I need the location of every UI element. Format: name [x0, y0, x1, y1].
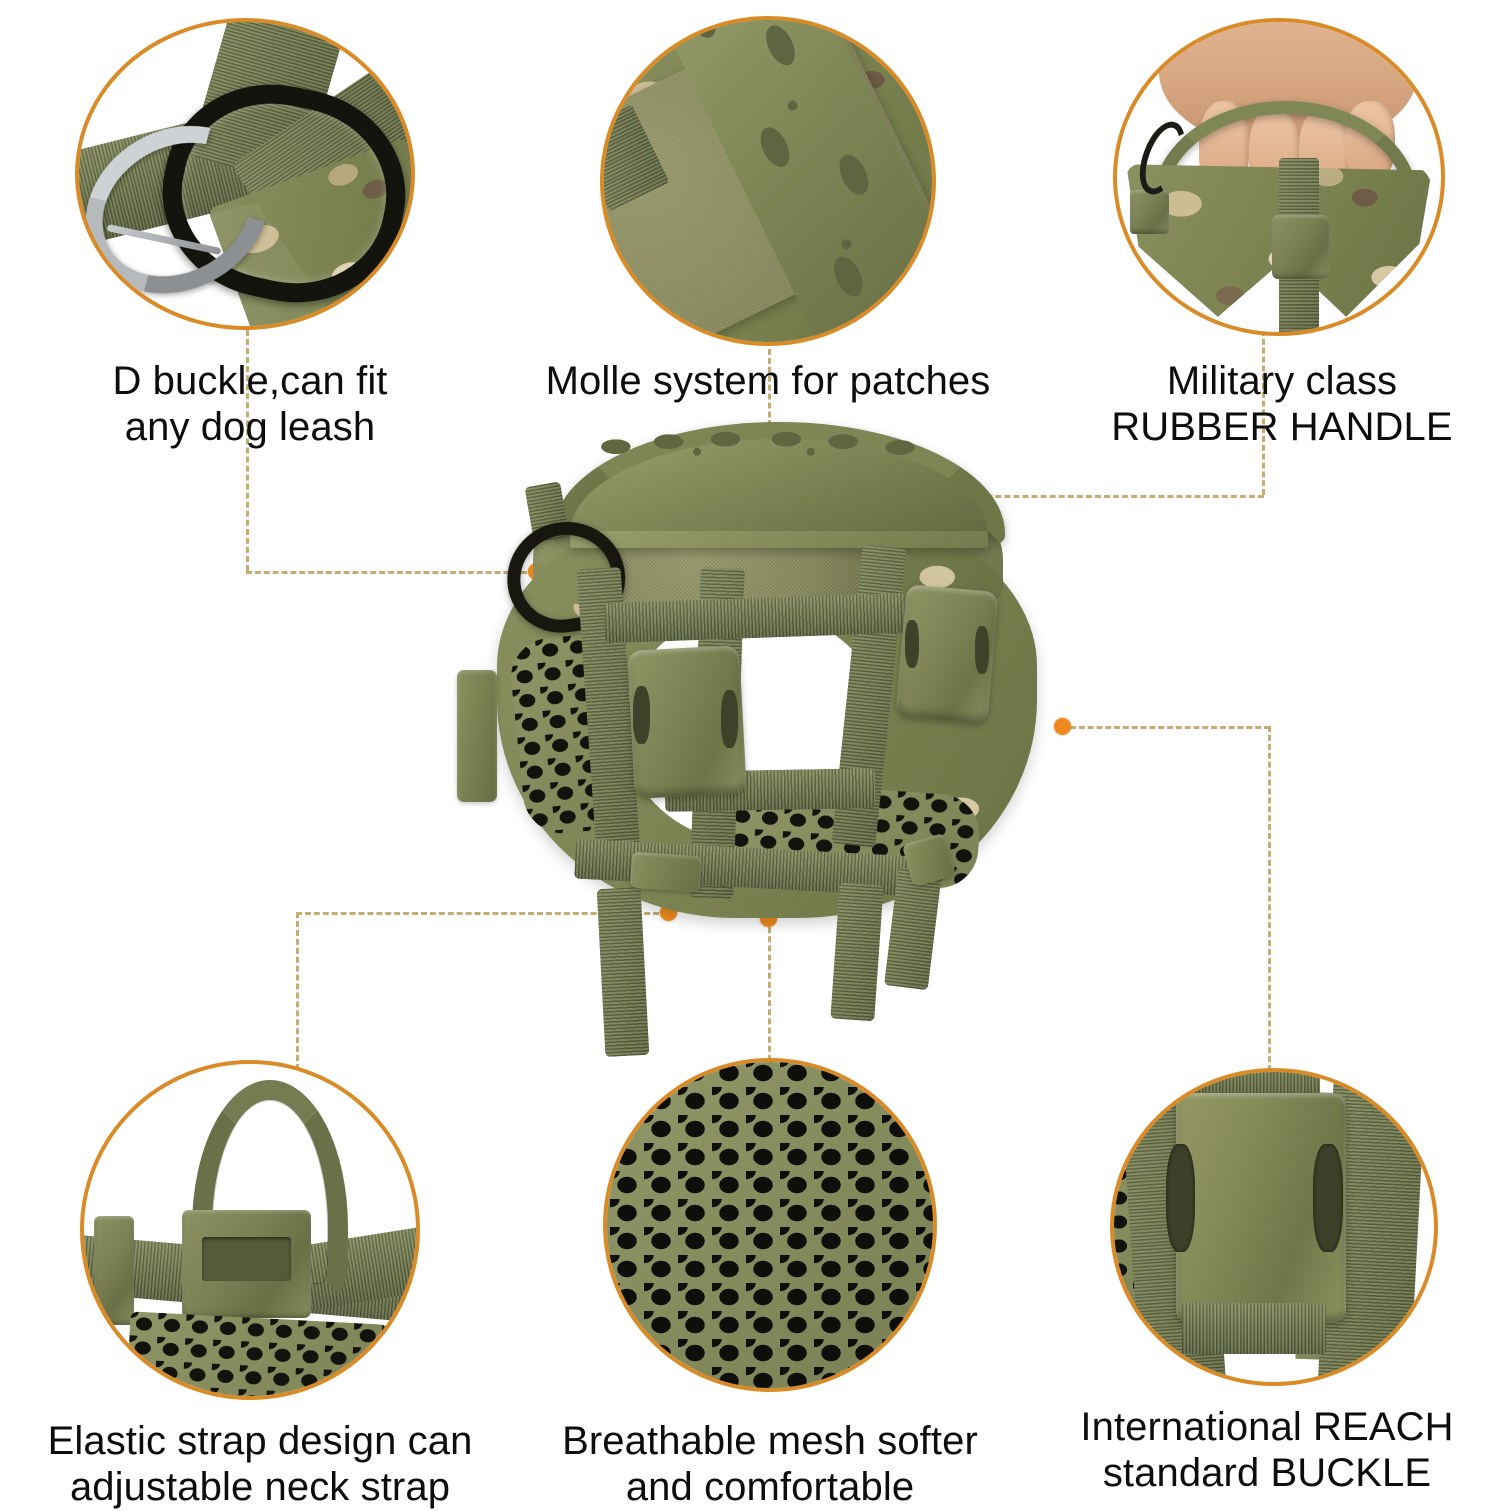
connector-d-buckle-vertical	[246, 330, 249, 571]
inset-photo-d-buckle	[75, 18, 415, 330]
harness-left-clip	[457, 670, 497, 802]
caption-d-buckle: D buckle,can fit any dog leash	[112, 359, 388, 450]
inset-photo-rubber-handle	[1113, 18, 1445, 336]
photo-reach-buckle	[1114, 1072, 1434, 1382]
photo-molle-system	[604, 20, 932, 342]
connector-d-buckle-horizontal	[246, 571, 536, 574]
photo-d-buckle	[79, 22, 411, 326]
harness-side-buckle-notch-left	[905, 620, 919, 668]
product-image-tactical-dog-harness	[455, 418, 1080, 1058]
caption-molle-system: Molle system for patches	[545, 359, 991, 403]
harness-side-buckle-notch-right	[975, 626, 989, 674]
inset-photo-molle-system	[600, 16, 936, 346]
photo-breathable-mesh	[607, 1062, 933, 1388]
harness-leg-strap-right	[830, 882, 884, 1022]
photo-rubber-handle	[1117, 22, 1441, 332]
connector-mesh-vertical	[768, 918, 771, 1070]
inset-photo-breathable-mesh	[603, 1058, 937, 1392]
connector-elastic-vertical	[296, 912, 299, 1070]
harness-handle-grip-holes	[559, 424, 965, 466]
connector-reach-vertical	[1268, 726, 1271, 1071]
harness-slider-bottom	[629, 851, 703, 893]
connector-handle-horizontal	[950, 495, 1264, 498]
mesh-texture	[607, 1062, 933, 1388]
inset-photo-reach-buckle	[1110, 1068, 1438, 1386]
buckle-notch-right	[1313, 1144, 1343, 1253]
caption-rubber-handle: Military class RUBBER HANDLE	[1111, 359, 1453, 450]
connector-reach-horizontal	[1070, 726, 1270, 729]
caption-reach-buckle: International REACH standard BUCKLE	[1080, 1405, 1454, 1496]
side-clip	[93, 1216, 135, 1326]
buckle-notch-left	[1165, 1144, 1196, 1253]
caption-breathable-mesh: Breathable mesh softer and comfortable	[562, 1419, 978, 1510]
inset-photo-elastic-strap	[80, 1060, 420, 1400]
marker-reach	[1054, 718, 1071, 735]
buckle-bottom-strap	[1182, 1303, 1327, 1355]
photo-elastic-strap	[84, 1064, 416, 1396]
connector-handle-vertical	[1262, 330, 1265, 495]
vest-side-clip	[1129, 189, 1170, 235]
slider-slot	[202, 1236, 291, 1281]
harness-front-buckle-notch-left	[633, 686, 650, 744]
connector-elastic-horizontal	[296, 912, 668, 915]
harness-front-buckle-notch-right	[721, 690, 738, 748]
mesh-backing	[125, 1311, 389, 1396]
harness-leg-strap-left	[596, 886, 650, 1058]
vest-buckle	[1272, 215, 1329, 279]
caption-elastic-strap: Elastic strap design can adjustable neck…	[47, 1419, 473, 1510]
